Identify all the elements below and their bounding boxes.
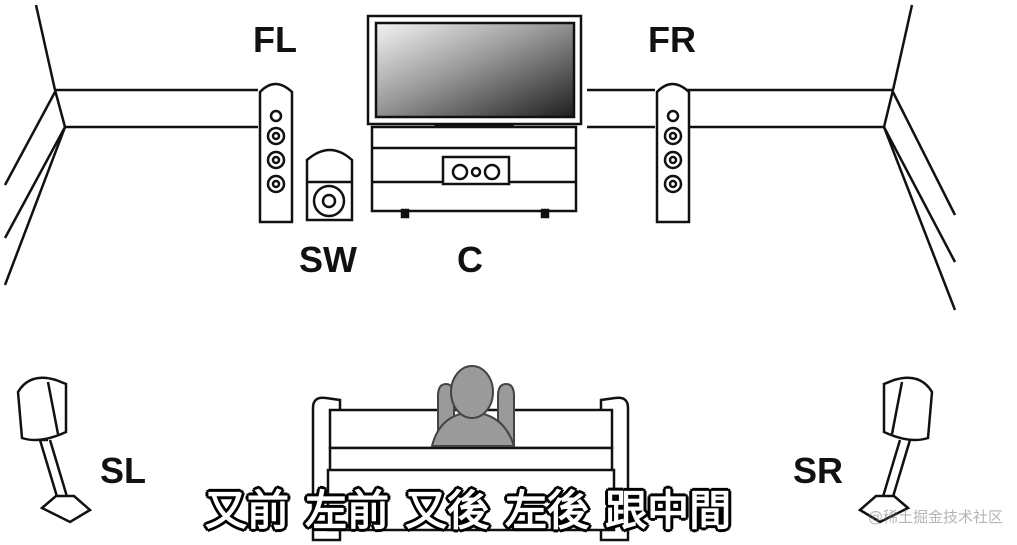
label-fr: FR bbox=[648, 19, 696, 60]
label-sr: SR bbox=[793, 450, 844, 491]
subtitle-word-1: 又前 bbox=[204, 486, 290, 535]
label-c: C bbox=[457, 239, 483, 280]
label-fl: FL bbox=[253, 19, 297, 60]
front-right-speaker bbox=[655, 82, 691, 224]
surround-right-speaker bbox=[857, 376, 934, 524]
watermark: @稀土掘金技术社区 bbox=[867, 508, 1003, 526]
subtitle-word-4: 左後 bbox=[504, 486, 590, 535]
label-sw: SW bbox=[299, 239, 357, 280]
subtitle-word-5: 跟中間 bbox=[604, 486, 732, 535]
subwoofer bbox=[305, 148, 354, 222]
room-walls bbox=[3, 4, 957, 311]
surround-left-speaker bbox=[16, 376, 93, 524]
person-listener bbox=[430, 365, 516, 448]
subtitle-bar: 又前 左前 又後 左後 跟中間 bbox=[204, 484, 817, 538]
sofa bbox=[311, 396, 630, 542]
subtitle-word-2: 左前 bbox=[304, 486, 390, 535]
subtitle-word-3: 又後 bbox=[404, 486, 490, 535]
center-speaker bbox=[441, 155, 511, 186]
front-left-speaker bbox=[258, 82, 294, 224]
label-sl: SL bbox=[100, 450, 147, 491]
tv bbox=[366, 14, 583, 141]
